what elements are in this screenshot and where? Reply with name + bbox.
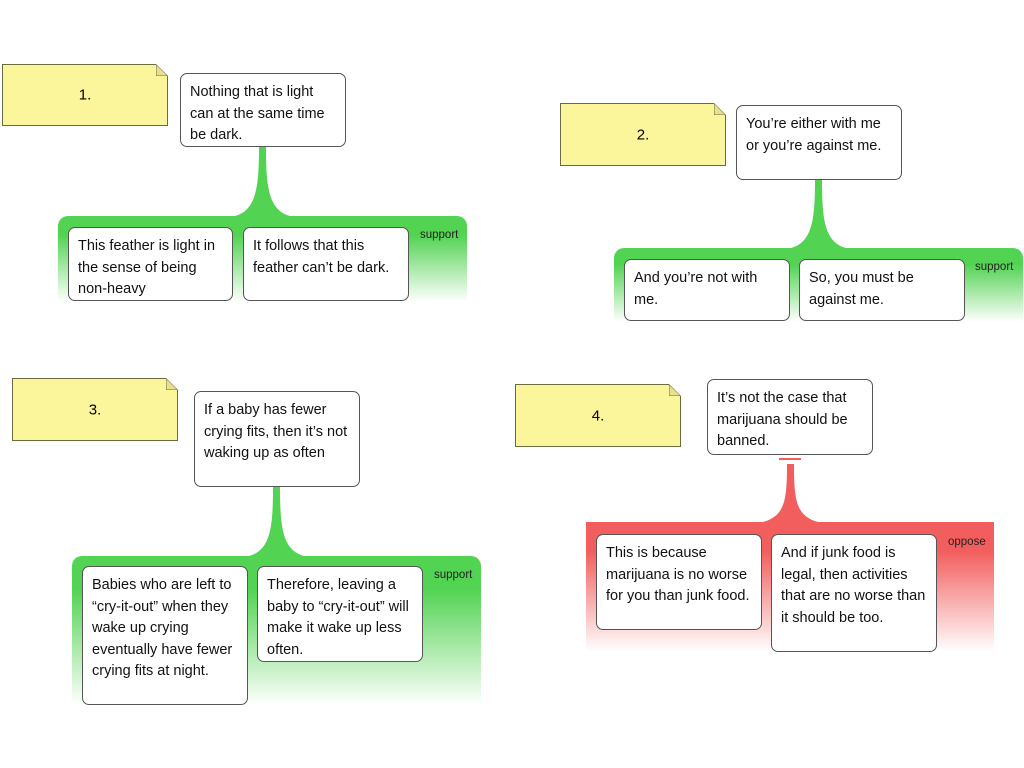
note-number: 3. [88, 401, 102, 418]
note-2[interactable]: 2. [560, 103, 726, 166]
connector-3 [249, 486, 304, 556]
claim-4[interactable]: It’s not the case that marijuana should … [707, 379, 873, 455]
premise-1b[interactable]: It follows that this feather can’t be da… [243, 227, 409, 301]
connector-1 [235, 146, 290, 216]
note-number: 1. [78, 86, 92, 104]
relation-label-1: support [420, 229, 459, 241]
claim-3[interactable]: If a baby has fewer crying fits, then it… [194, 391, 360, 487]
connector-2 [791, 178, 846, 248]
premise-3a[interactable]: Babies who are left to “cry-it-out” when… [82, 566, 248, 705]
relation-label-3: support [434, 569, 473, 581]
claim-2[interactable]: You’re either with me or you’re against … [736, 105, 902, 180]
premise-3b[interactable]: Therefore, leaving a baby to “cry-it-out… [257, 566, 423, 662]
fold-corner-icon [714, 103, 726, 115]
premise-4a[interactable]: This is because marijuana is no worse fo… [596, 534, 762, 630]
note-1[interactable]: 1. [2, 64, 168, 126]
note-number: 2. [636, 126, 650, 143]
fold-corner-icon [166, 378, 178, 390]
relation-label-2: support [975, 261, 1014, 273]
premise-1a[interactable]: This feather is light in the sense of be… [68, 227, 233, 301]
oppose-bar [779, 458, 801, 460]
connector-4 [763, 464, 818, 522]
premise-4b[interactable]: And if junk food is legal, then activiti… [771, 534, 937, 652]
premise-2b[interactable]: So, you must be against me. [799, 259, 965, 321]
claim-1[interactable]: Nothing that is light can at the same ti… [180, 73, 346, 147]
fold-corner-icon [669, 384, 681, 396]
note-number: 4. [591, 407, 605, 424]
note-4[interactable]: 4. [515, 384, 681, 447]
note-3[interactable]: 3. [12, 378, 178, 441]
premise-2a[interactable]: And you’re not with me. [624, 259, 790, 321]
relation-label-4: oppose [948, 536, 986, 548]
fold-corner-icon [156, 64, 168, 76]
